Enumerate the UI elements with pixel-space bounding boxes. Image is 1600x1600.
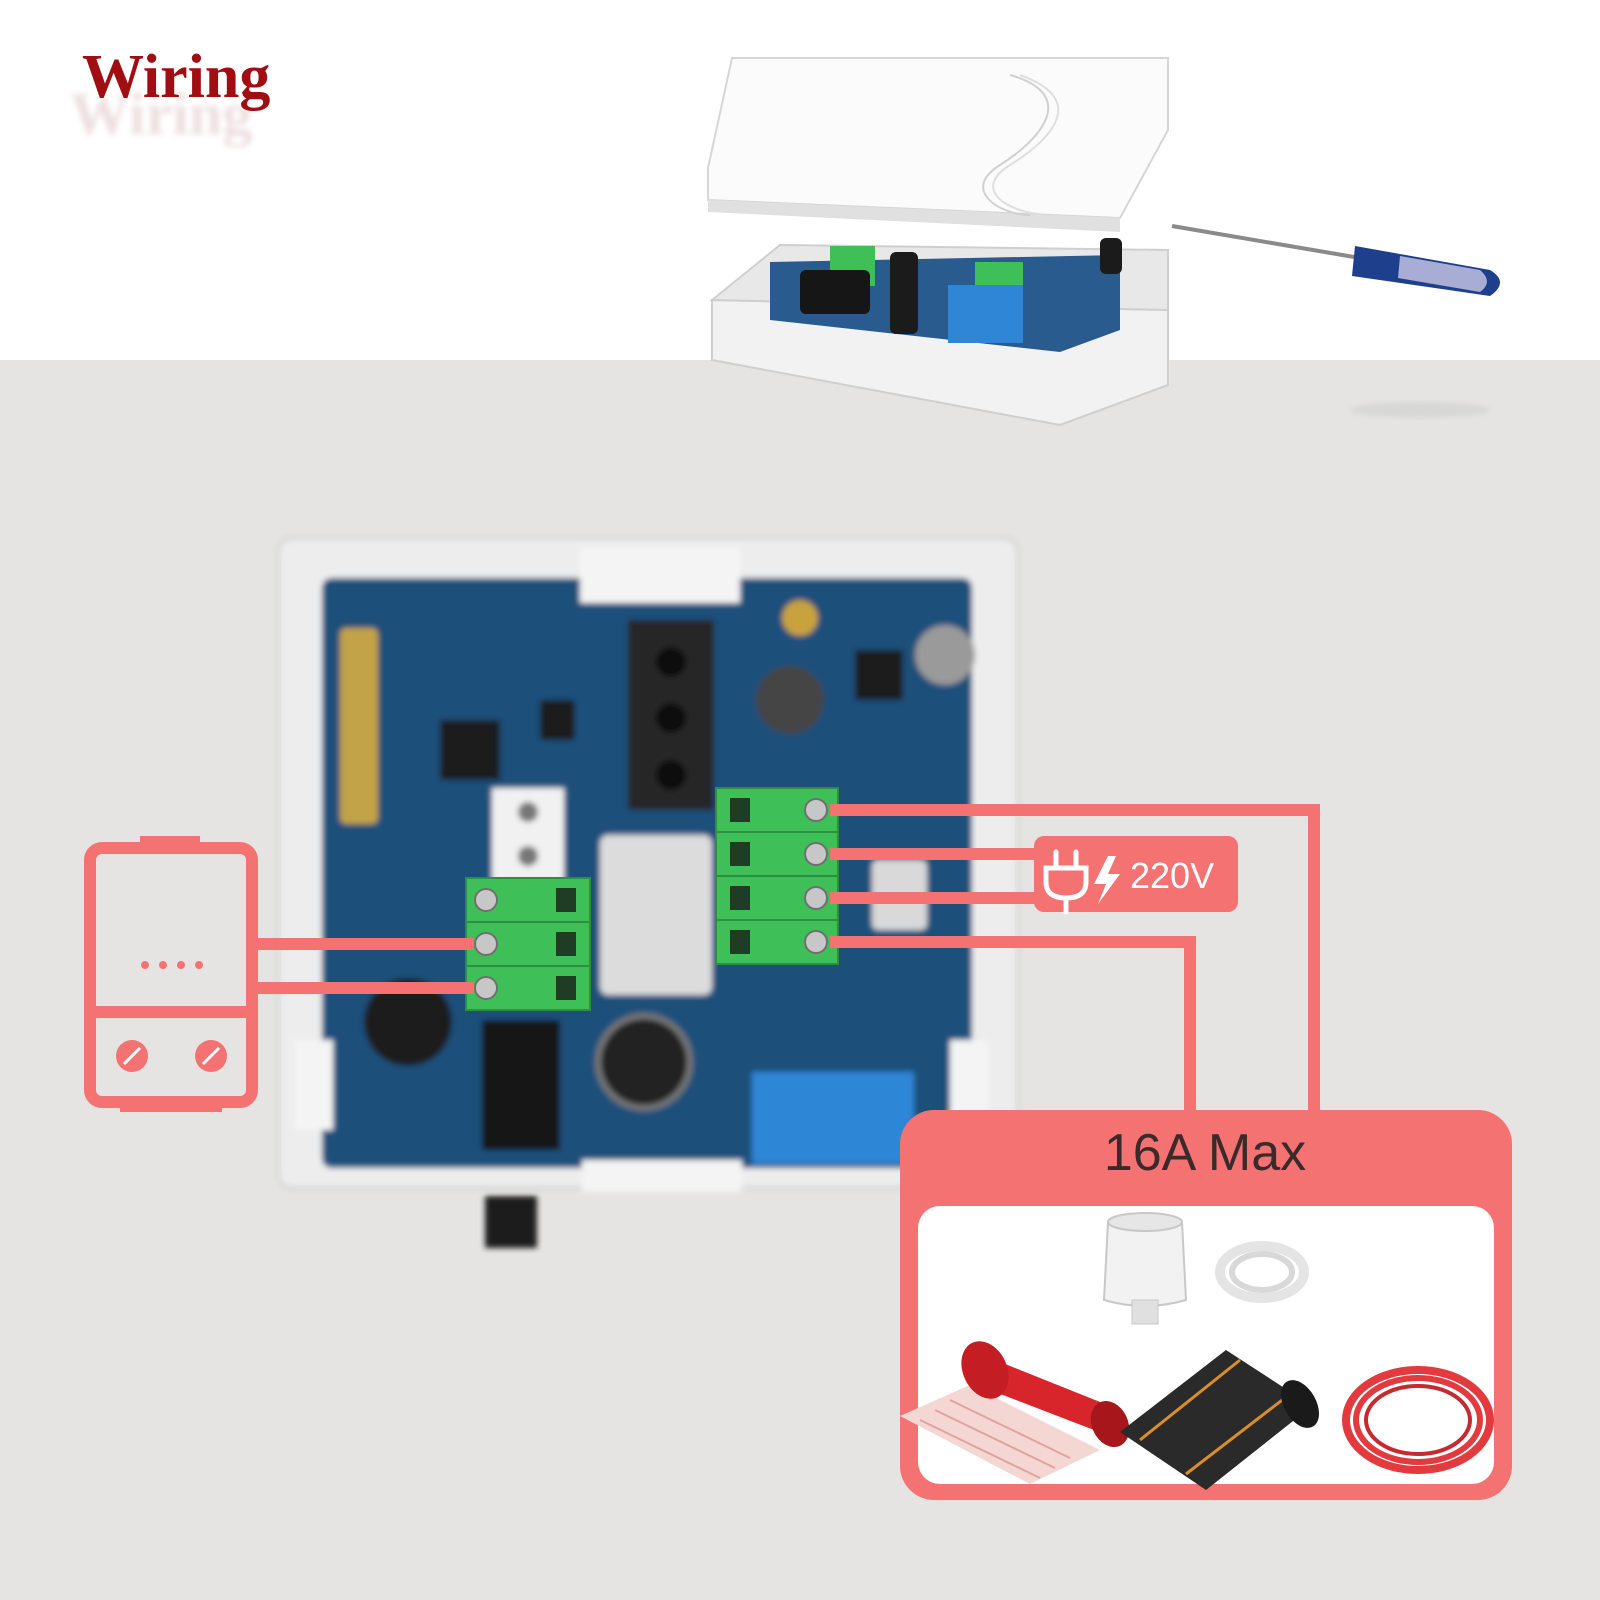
sensor-screw-icons [116,1040,227,1072]
relay-icon [948,285,1023,343]
max-current-label: 16A Max [1103,1124,1307,1182]
external-sensor-device [84,836,258,1112]
power-voltage-label: 220V [1130,855,1215,896]
power-badge [1034,836,1238,915]
thermostat-pcb-board [276,536,1020,1248]
title-reflection: Wiring [70,81,253,147]
sensor-indicator-dots [141,961,203,969]
screwdriver-icon [1171,224,1500,418]
terminal-block-right [715,787,839,965]
lightning-icon [1094,856,1120,904]
heating-mat-roll-icon [900,1341,1130,1484]
capacitor-icon [890,252,918,334]
thermostat-product-photo [707,57,1169,427]
heating-film-icon [1120,1350,1319,1490]
thermal-actuator-icon [1102,1212,1309,1325]
wiring-lines [258,804,1320,1110]
heating-cable-icon [1342,1366,1494,1474]
plug-icon [1043,849,1089,915]
page-title: Wiring [82,43,271,111]
terminal-block-left [465,877,591,1011]
